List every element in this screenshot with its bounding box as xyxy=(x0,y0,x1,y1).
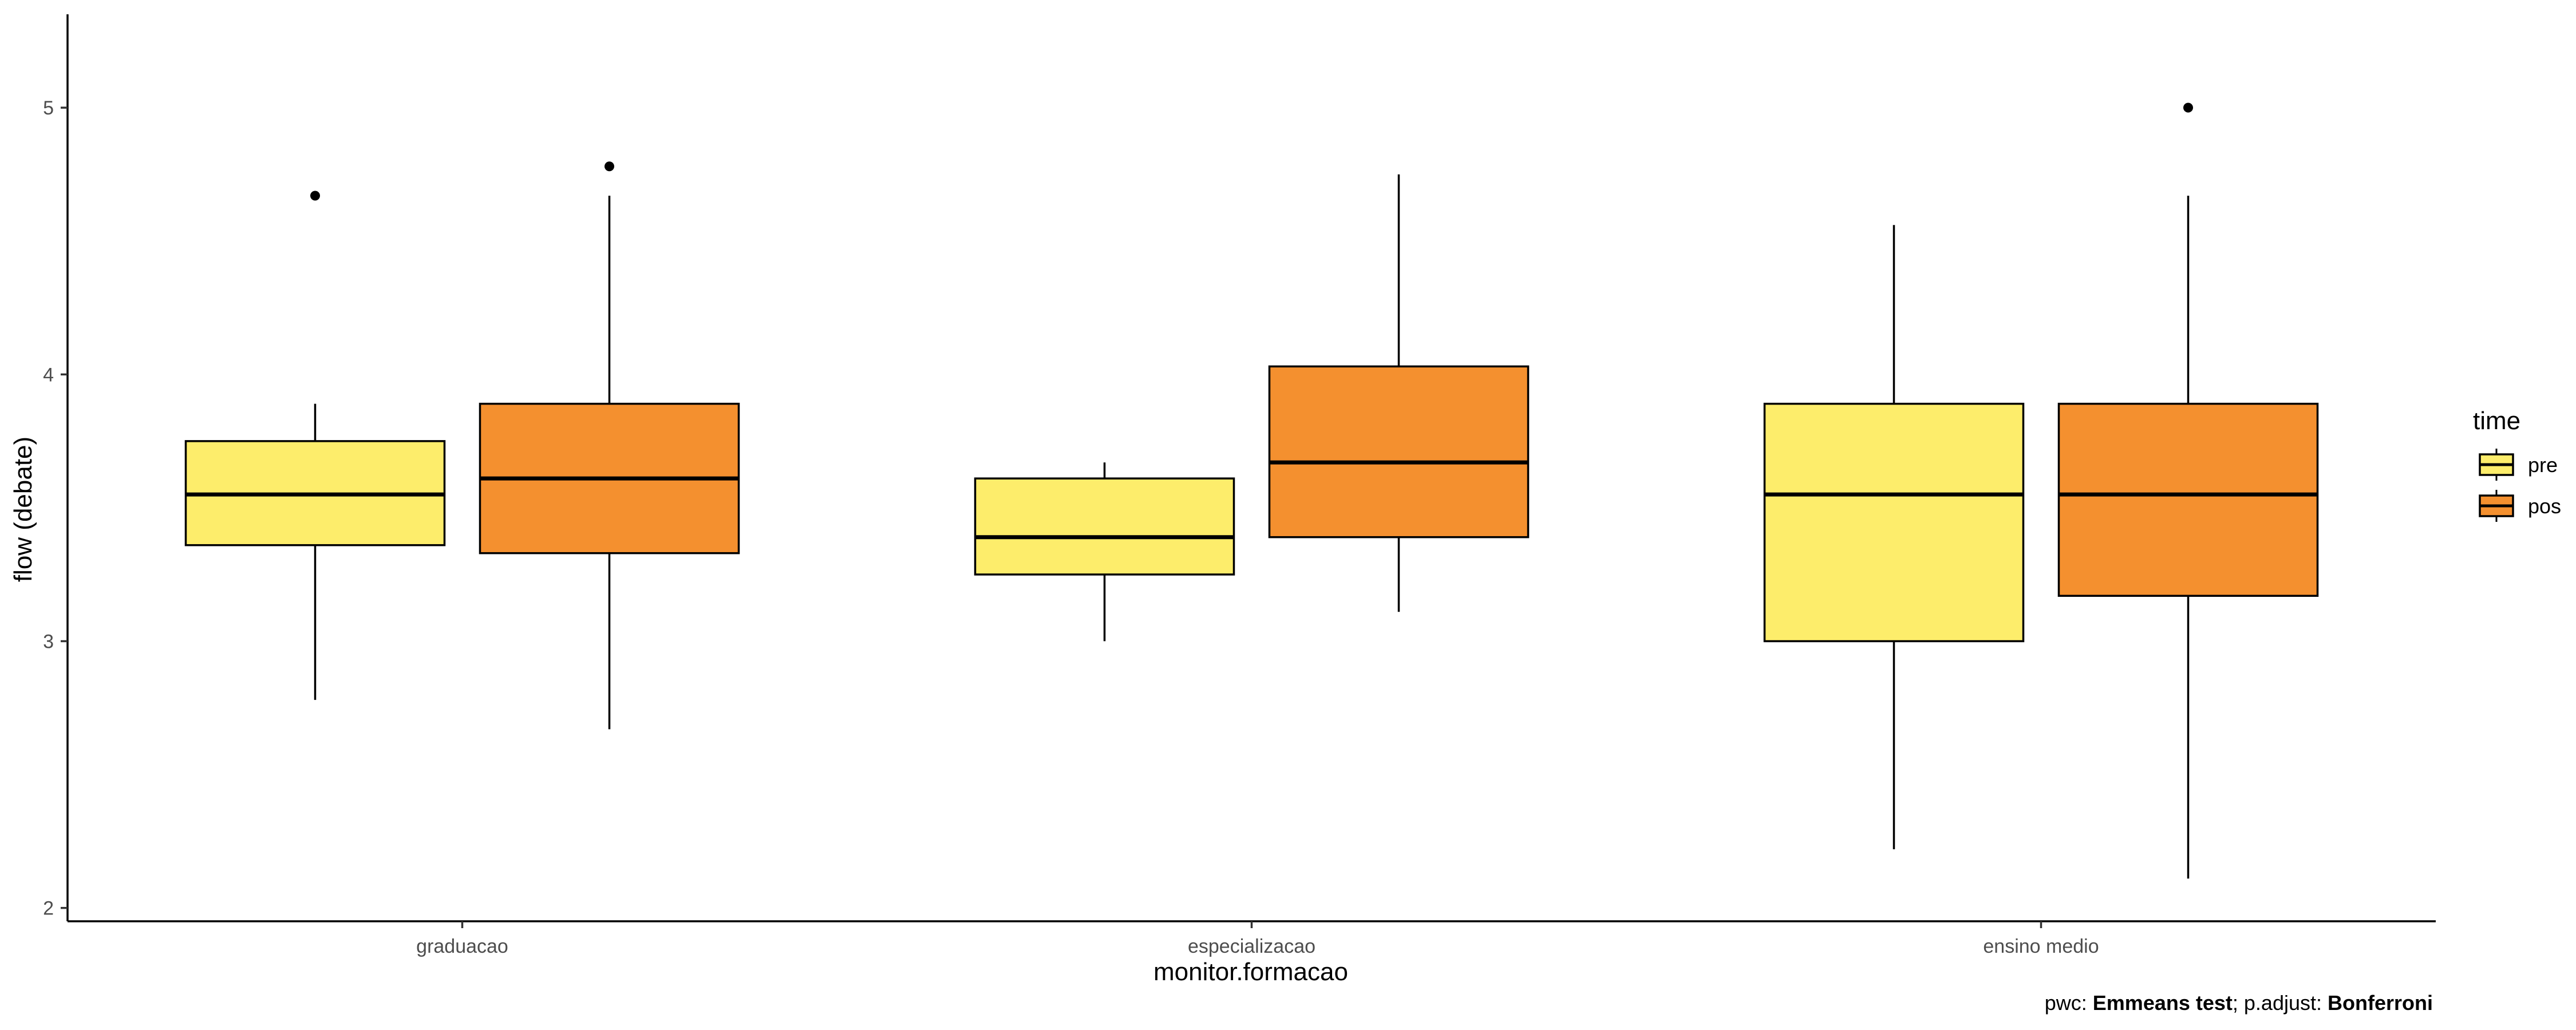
legend: time pre pos xyxy=(2473,407,2561,522)
box-pre-graduacao xyxy=(184,191,446,700)
caption-adjust-value: Bonferroni xyxy=(2328,991,2433,1015)
caption-pwc-value: Emmeans test xyxy=(2092,991,2233,1015)
box-pos-graduacao xyxy=(479,161,740,730)
x-tick-label: graduacao xyxy=(416,936,508,957)
caption-sep: ; p.adjust: xyxy=(2232,991,2328,1015)
y-tick-label: 4 xyxy=(43,364,54,386)
caption: pwc: Emmeans test; p.adjust: Bonferroni xyxy=(2045,991,2433,1015)
box-iqr xyxy=(1268,365,1530,538)
outlier-point xyxy=(605,161,614,172)
legend-title: time xyxy=(2473,407,2520,435)
axes: 2 3 4 5 graduacao especializacao ensino medio xyxy=(43,14,2436,957)
box-pre-ensino-medio xyxy=(1763,225,2025,850)
box-iqr xyxy=(974,477,1235,576)
legend-label-pos: pos xyxy=(2528,494,2561,518)
box-iqr xyxy=(1763,402,2025,643)
outlier-point xyxy=(310,191,320,201)
y-tick-label: 3 xyxy=(43,631,54,653)
boxes xyxy=(184,102,2319,879)
caption-pwc-prefix: pwc: xyxy=(2044,991,2093,1015)
y-tick-label: 5 xyxy=(43,97,54,119)
y-axis-title: flow (debate) xyxy=(9,437,37,582)
box-pos-ensino-medio xyxy=(2057,102,2319,879)
x-tick-label: ensino medio xyxy=(1983,936,2099,957)
x-tick-label: especializacao xyxy=(1188,936,1315,957)
y-tick-label: 2 xyxy=(43,898,54,920)
box-pre-especializacao xyxy=(974,462,1235,641)
legend-label-pre: pre xyxy=(2528,453,2558,477)
outlier-point xyxy=(2183,102,2193,113)
box-pos-especializacao xyxy=(1268,174,1530,612)
box-iqr xyxy=(2057,402,2319,597)
legend-key-pos xyxy=(2479,490,2514,522)
x-axis-title: monitor.formacao xyxy=(1153,958,1348,986)
legend-key-pre xyxy=(2479,449,2514,481)
